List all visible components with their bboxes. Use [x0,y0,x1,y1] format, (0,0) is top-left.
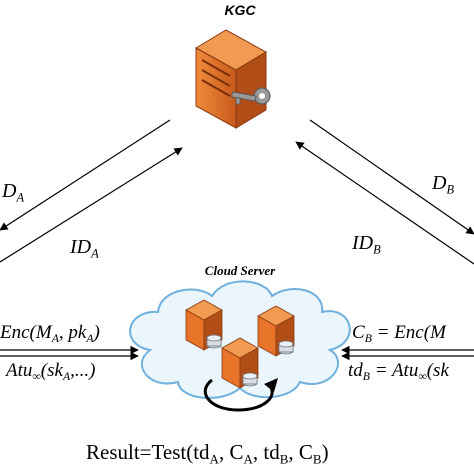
left-arrow-to-user [0,119,171,231]
cloud-server-icon [221,337,259,389]
left-trapdoor-label: Atu∞(skA,...) [6,360,96,384]
kgc-title: KGC [224,2,256,18]
cycle-arrow-icon [203,378,274,412]
label-id-a: IDA [70,236,99,261]
cloud-server-icon [185,299,223,351]
cloud-server-title: Cloud Server [204,263,276,278]
right-arrow-to-kgc [295,141,474,265]
left-encrypt-label: Enc(MA, pkA) [0,322,100,346]
right-trapdoor-label: tdB = Atu∞(sk [348,360,449,384]
right-arrow-to-user [309,119,474,235]
right-encrypt-label: CB = Enc(M [352,322,446,346]
label-d-a: DA [2,180,25,205]
cycle-arrowhead-icon [264,378,278,392]
label-id-b: IDB [352,232,381,257]
cloud-server-icon [257,305,295,357]
key-icon [231,87,271,105]
kgc-server-icon [194,29,268,129]
result-label: Result=Test(tdA, CA, tdB, CB) [86,440,329,467]
left-arrow-to-kgc [0,147,183,263]
label-d-b: DB [432,172,455,197]
